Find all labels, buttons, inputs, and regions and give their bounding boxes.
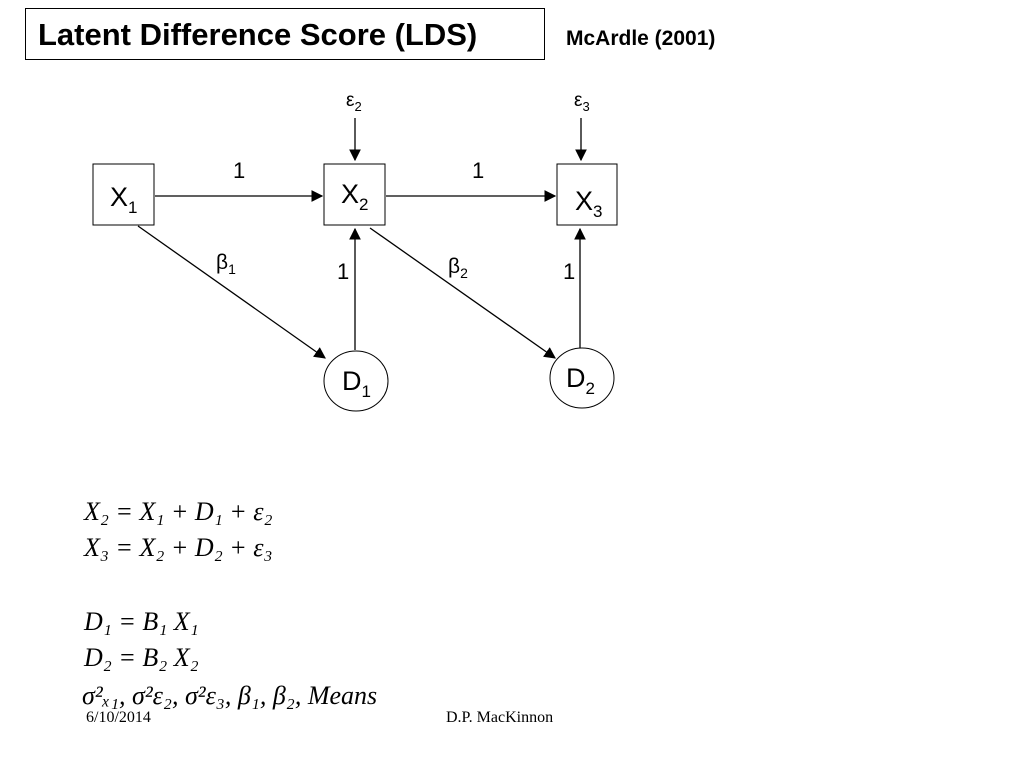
equation-parameters: σ²ₓ₁, σ²ε₂, σ²ε₃, β₁, β₂, Means [82, 681, 377, 710]
node-x3 [556, 163, 618, 226]
x3-label: X3 [575, 186, 602, 221]
node-x2 [323, 163, 386, 226]
citation: McArdle (2001) [566, 27, 716, 50]
e2-label: ε2 [346, 90, 362, 114]
equation-x2: X₂ = X₁ + D₁ + ε₂ [83, 497, 273, 526]
slide-title: Latent Difference Score (LDS) [38, 17, 478, 52]
edge-label-beta1: β1 [216, 251, 236, 277]
footer-author: D.P. MacKinnon [446, 709, 554, 726]
equation-d2: D₂ = B₂ X₂ [83, 643, 199, 672]
x1-label: X1 [110, 182, 137, 217]
edge-x1-d1 [137, 225, 326, 359]
edge-label-beta2: β2 [448, 255, 468, 281]
edge-label-d2-x3: 1 [563, 259, 575, 284]
edge-label-d1-x2: 1 [337, 259, 349, 284]
footer-date: 6/10/2014 [86, 709, 151, 726]
node-d2 [549, 347, 615, 409]
equation-x3: X₃ = X₂ + D₂ + ε₃ [83, 533, 273, 562]
equation-d1: D₁ = B₁ X₁ [83, 607, 199, 636]
edge-x2-d2 [369, 227, 556, 359]
edge-label-x2-x3: 1 [472, 158, 484, 183]
edge-label-x1-x2: 1 [233, 158, 245, 183]
e3-label: ε3 [574, 90, 590, 114]
title-box: Latent Difference Score (LDS) [25, 8, 545, 60]
d1-label: D1 [342, 366, 371, 401]
x2-label: X2 [341, 179, 368, 214]
node-x1 [92, 163, 155, 226]
node-d1 [323, 350, 389, 412]
d2-label: D2 [566, 363, 595, 398]
